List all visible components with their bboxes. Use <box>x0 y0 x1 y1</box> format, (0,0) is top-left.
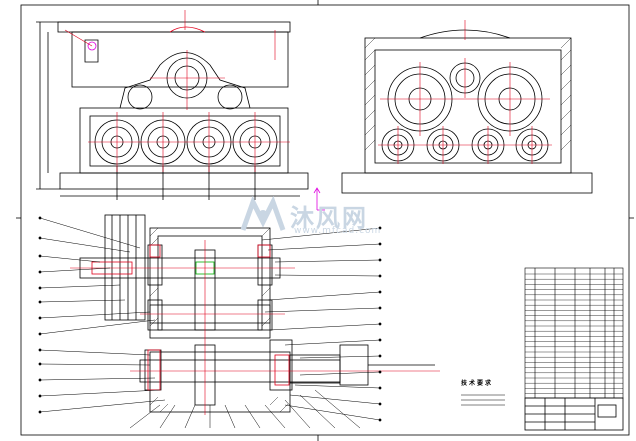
side-view <box>341 29 593 194</box>
plan-section <box>79 214 435 413</box>
parts-list-table <box>524 267 624 399</box>
side-view-centerlines <box>378 20 552 164</box>
side-view-hatching <box>364 37 572 151</box>
leader-lines-left <box>38 216 166 414</box>
plan-colored-details <box>91 244 290 391</box>
technical-requirements-label: 技术要求 <box>461 380 494 387</box>
parts-list-rows <box>525 273 623 394</box>
front-view-centerlines <box>64 10 290 172</box>
technical-notes-lines <box>461 394 505 406</box>
leader-lines-right <box>261 226 382 422</box>
front-view <box>36 21 309 200</box>
drawing-frame <box>16 0 634 441</box>
title-block <box>524 397 624 431</box>
plan-hatching <box>149 227 289 413</box>
section-arrow <box>313 187 325 211</box>
plan-centerlines <box>70 240 440 415</box>
leader-lines-bottom <box>129 389 361 429</box>
